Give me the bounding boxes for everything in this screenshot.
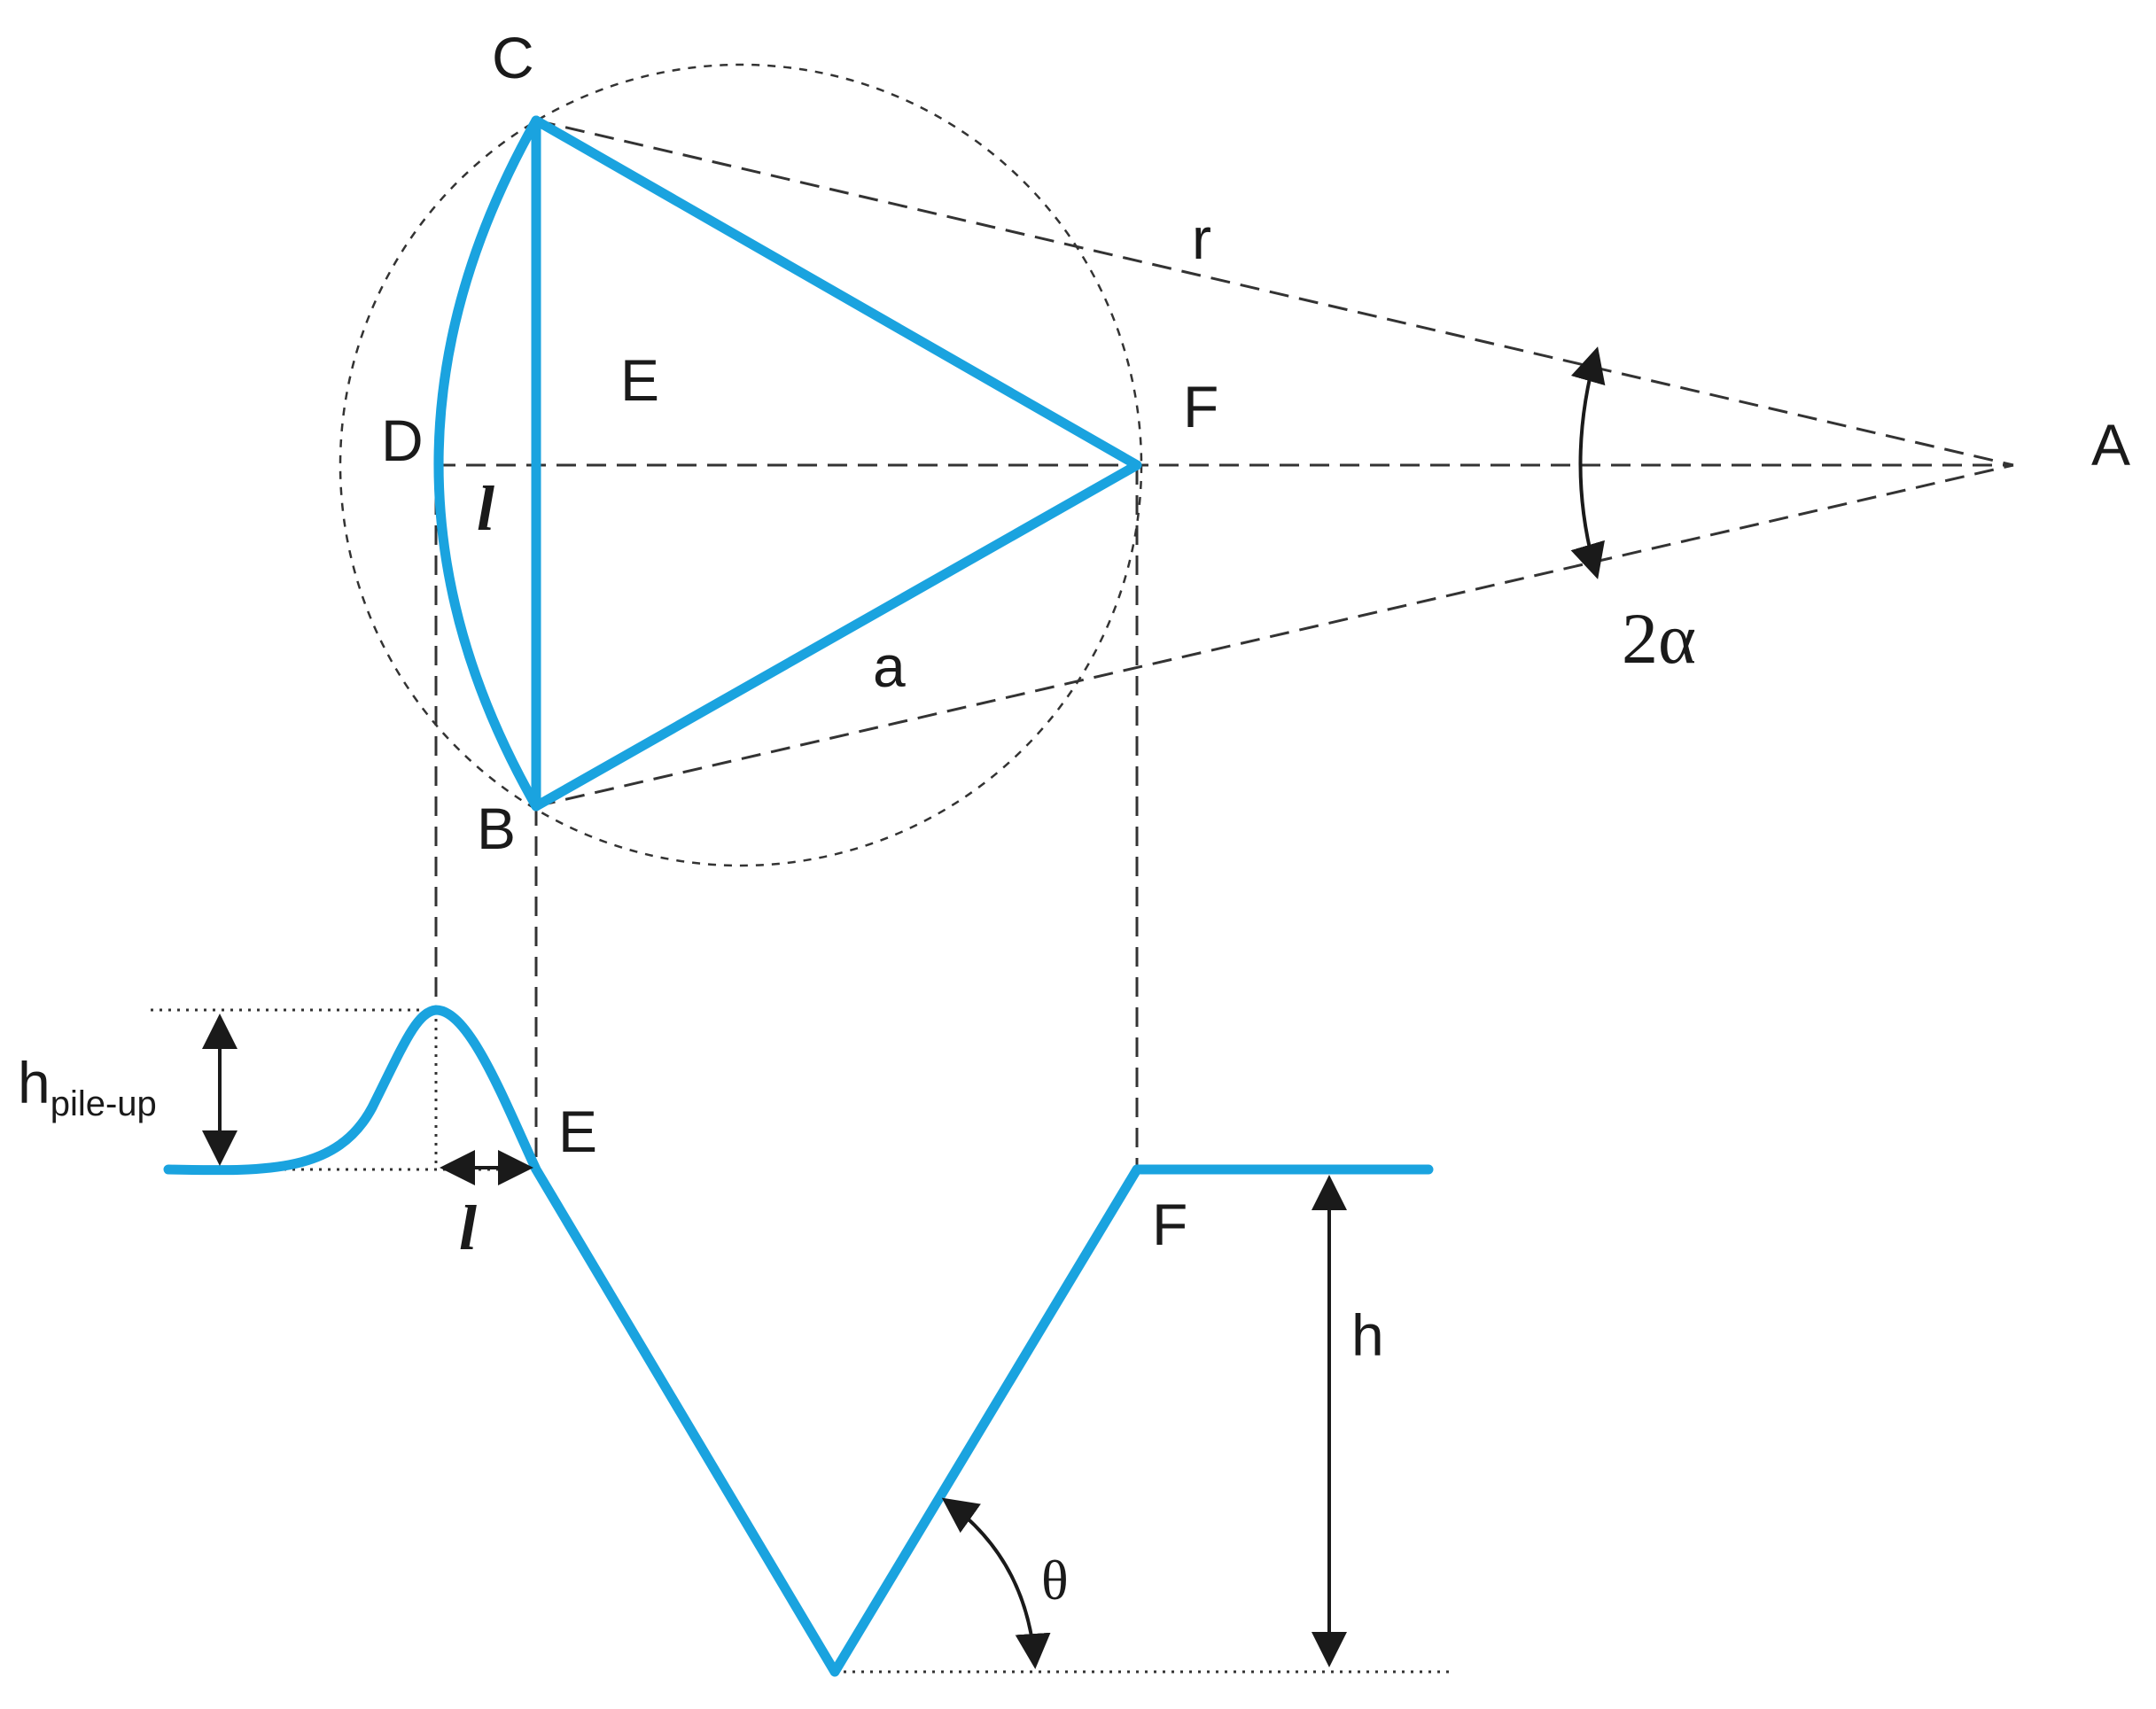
label-angle-2alpha: 2α [1622,598,1696,679]
indent-triangle [531,115,1142,812]
label-depth-h: h [1351,1302,1384,1368]
label-length-l-top: l [477,473,494,544]
label-length-l-bottom: l [459,1192,477,1263]
label-point-c: C [492,25,534,90]
label-point-e-top: E [620,347,659,413]
label-point-f-top: F [1183,374,1218,439]
label-point-d: D [381,408,424,473]
label-angle-theta: θ [1041,1549,1069,1612]
label-point-a: A [2091,412,2130,478]
label-point-f-bottom: F [1152,1192,1187,1257]
label-h-pile-up-main: h [18,1050,51,1115]
angle-2alpha-arrow [1570,346,1606,579]
angle-theta-arrow [941,1497,1051,1669]
label-radius-r: r [1192,206,1211,271]
pile-up-arc [433,115,541,812]
label-h-pile-up: hpile-up [18,1050,157,1123]
cross-section-profile [163,1005,1434,1677]
label-point-b: B [477,796,516,861]
label-point-e-bottom: E [558,1099,597,1164]
label-h-pile-up-sub: pile-up [51,1084,157,1123]
line-b-to-a [535,463,2014,808]
line-c-to-a [535,119,2014,467]
label-side-a: a [873,633,906,699]
